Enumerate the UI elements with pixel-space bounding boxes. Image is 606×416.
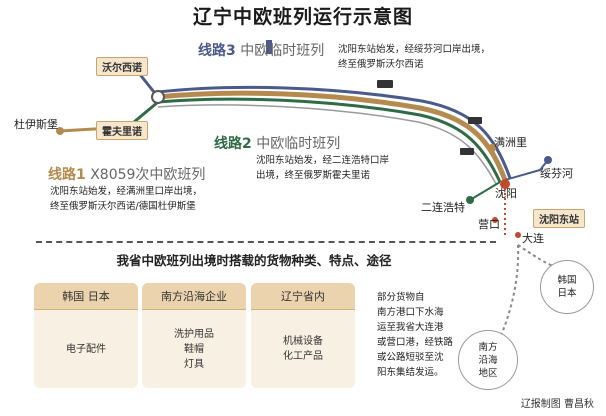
dalian-node [515,232,521,238]
city-manzhouli: 满洲里 [494,136,527,149]
circle-line: 韩国 [557,275,577,286]
card-item: 化工产品 [283,351,323,362]
route3-note: 沈阳东站始发，经绥芬河口岸出境， 终至俄罗斯沃尔西诺 [338,42,490,72]
route2-note: 沈阳东站始发，经二连浩特口岸 出境，终至俄罗斯霍夫里诺 [256,153,389,183]
route-shadow-line [157,104,497,185]
card-body: 电子配件 [34,310,138,388]
train-icon [468,117,482,124]
card-item: 鞋帽 [184,343,204,355]
city-duisburg: 杜伊斯堡 [14,118,58,131]
yingkou-node [492,217,498,223]
card-head: 南方沿海企业 [142,283,246,310]
duisburg-node [56,127,64,135]
route2-line [157,97,502,183]
city-erlianhot: 二连浩特 [421,201,465,214]
shipping-note-line: 部分货物自 [377,292,425,303]
circle-line: 地区 [478,367,498,379]
page-title: 辽宁中欧班列运行示意图 [192,6,413,28]
route3-title: 线路3 中欧临时班列 [198,40,324,60]
goods-card-liaoning: 辽宁省内 机械设备 化工产品 [251,283,355,388]
erlianhot-node [466,196,474,204]
circle-line: 日本 [557,288,577,299]
city-dalian: 大连 [522,232,544,245]
route1-title: 线路1 X8059次中欧班列 [48,164,205,184]
manzhouli-branch [491,147,506,181]
card-head: 辽宁省内 [251,283,355,310]
train-icon [460,148,474,155]
suifenhe-node [544,156,552,164]
route3-num: 线路3 [198,43,236,59]
station-box-volsino: 沃尔西诺 [96,57,148,76]
card-item: 灯具 [184,358,204,370]
city-shenyang: 沈阳 [495,187,517,200]
route2-note-line: 出境，终至俄罗斯霍夫里诺 [256,170,371,181]
suifenhe-branch [504,159,549,181]
shenyang-node [500,179,510,189]
shipping-note-line: 或营口港，经铁路 [377,337,454,348]
goods-card-south-coast: 南方沿海企业 洗护用品 鞋帽 灯具 [142,283,246,388]
circle-line: 沿海 [478,354,498,366]
shipping-note-line: 运至我省大连港 [377,322,444,333]
shipping-note-line: 或公路短驳至沈 [377,352,444,363]
route3-note-line: 终至俄罗斯沃尔西诺 [338,59,424,70]
shipping-note-line: 南方港口下水海 [377,307,444,318]
city-yingkou: 营口 [478,218,500,231]
city-suifenhe: 绥芬河 [540,167,573,180]
shipping-note: 部分货物自 南方港口下水海 运至我省大连港 或营口港，经铁路 或公路短驳至沈 阳… [377,290,453,380]
station-box-shenyang-east: 沈阳东站 [533,209,585,228]
card-item: 机械设备 [283,336,323,347]
goods-subtitle: 我省中欧班列出境时搭载的货物种类、特点、途径 [116,253,392,268]
manzhouli-node [488,144,496,152]
route3-name: 中欧临时班列 [240,43,325,59]
train-icon [377,80,393,88]
card-head: 韩国 日本 [34,283,138,310]
route1-line [157,90,508,181]
junction-node [151,90,165,104]
section-divider [36,241,496,243]
circle-line: 南方 [478,341,498,353]
route1-name: X8059次中欧班列 [90,167,206,183]
card-body: 洗护用品 鞋帽 灯具 [142,310,246,388]
card-body: 机械设备 化工产品 [251,310,355,388]
route2-num: 线路2 [214,136,252,152]
route2-note-line: 沈阳东站始发，经二连浩特口岸 [256,155,390,166]
card-item: 洗护用品 [174,328,214,340]
route3-note-line: 沈阳东站始发，经绥芬河口岸出境， [338,44,491,55]
station-box-hovrino: 霍夫里诺 [96,121,148,140]
korea-japan-circle: 韩国 日本 [540,260,594,314]
route1-note: 沈阳东站始发，经满洲里口岸出境， 终至俄罗斯沃尔西诺/德国杜伊斯堡 [50,184,202,214]
route3-line [157,85,512,179]
route1-num: 线路1 [48,167,86,183]
card-item: 电子配件 [66,343,106,355]
route2-title: 线路2 中欧临时班列 [214,133,340,153]
goods-card-korea-japan: 韩国 日本 电子配件 [34,283,138,388]
route1-note-line: 终至俄罗斯沃尔西诺/德国杜伊斯堡 [50,201,196,212]
route1-note-line: 沈阳东站始发，经满洲里口岸出境， [50,186,203,197]
route3-marker [266,40,272,54]
erlianhot-branch [469,181,501,201]
map-credit: 辽报制图 曹昌秋 [520,399,594,410]
shipping-note-line: 阳东集结发运。 [377,367,444,378]
route2-name: 中欧临时班列 [256,136,341,152]
south-coast-circle: 南方 沿海 地区 [458,330,518,390]
